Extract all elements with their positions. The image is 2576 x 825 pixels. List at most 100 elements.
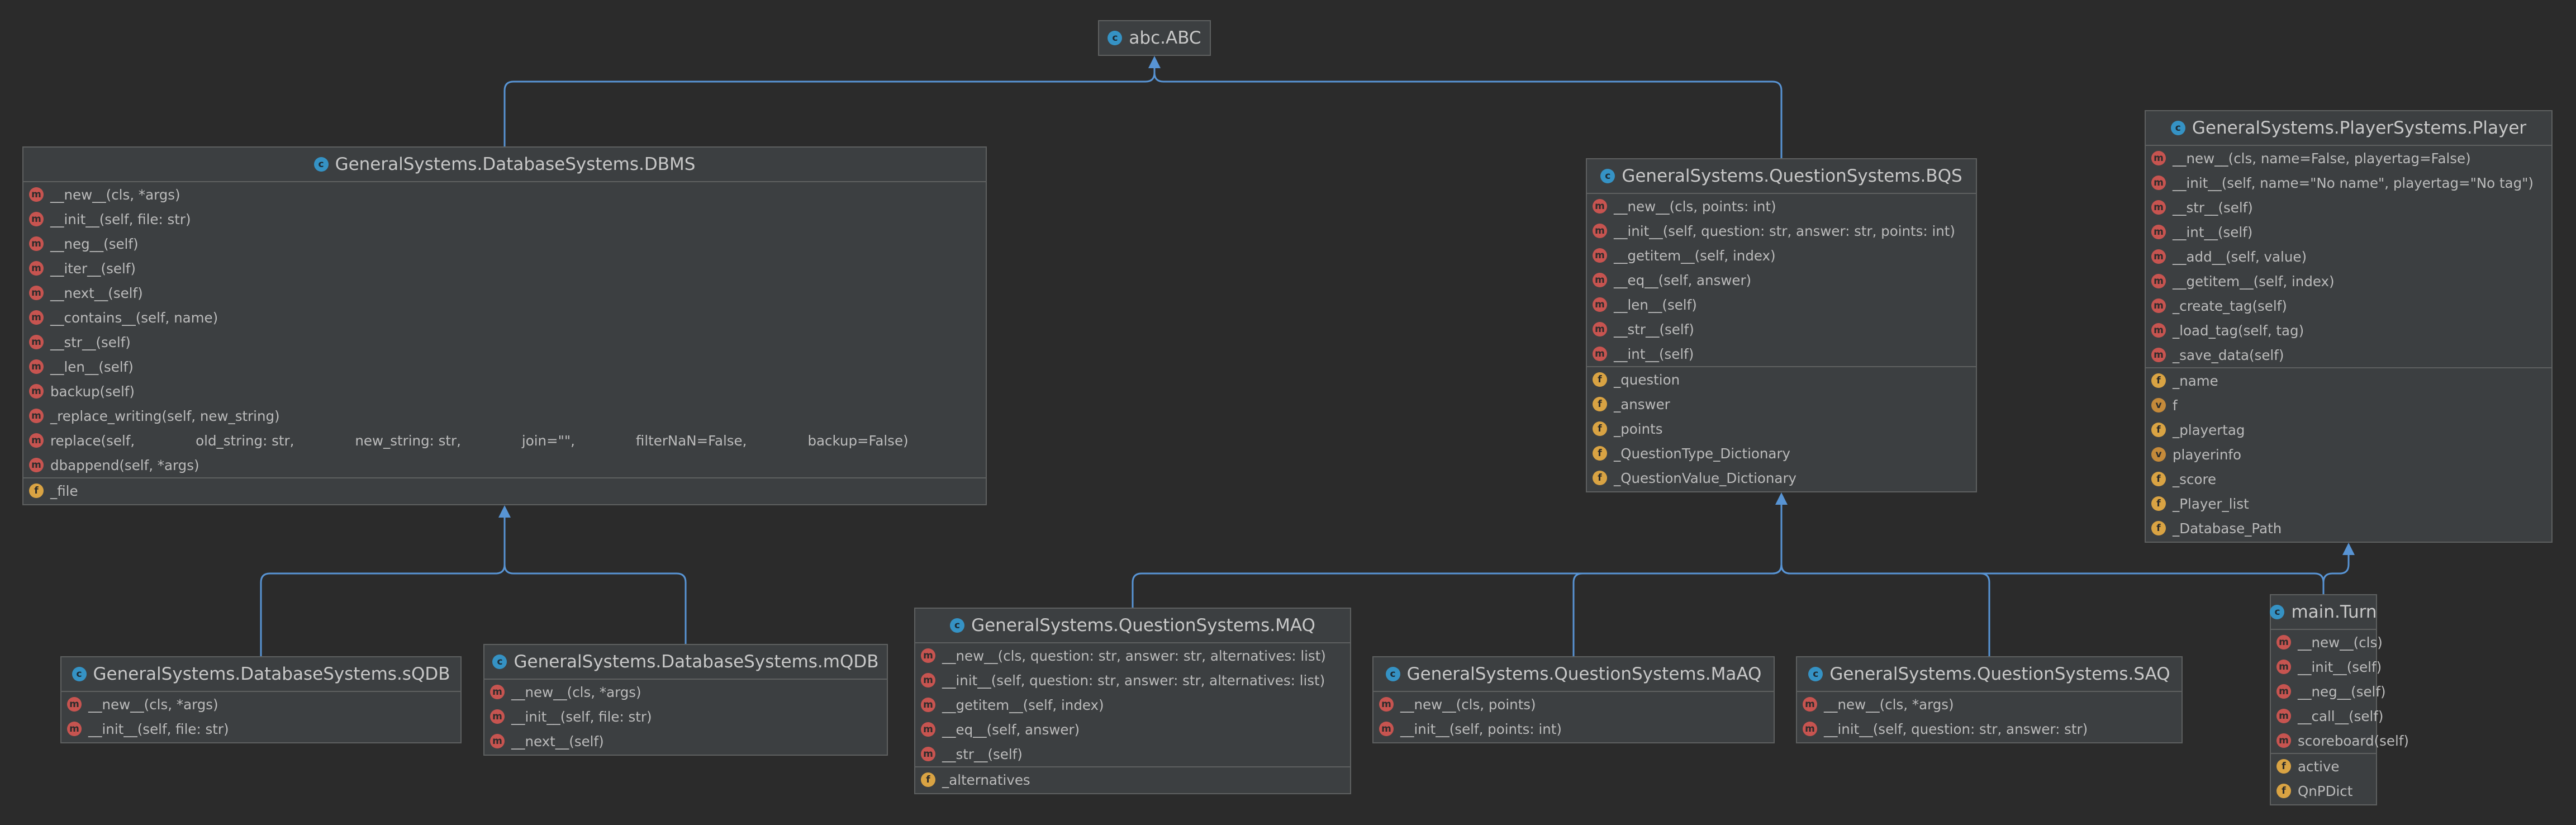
method-row[interactable]: m__init__(self, question: str, answer: s…	[1797, 717, 2181, 741]
method-icon: m	[29, 187, 44, 202]
method-icon: m	[490, 709, 505, 724]
method-icon: m	[2151, 298, 2166, 313]
method-row[interactable]: m__new__(cls, points: int)	[1587, 194, 1976, 219]
method-row[interactable]: m__getitem__(self, index)	[2146, 269, 2551, 293]
field-row[interactable]: f_file	[23, 478, 986, 503]
member-signature: _answer	[1614, 396, 1670, 412]
method-row[interactable]: m__getitem__(self, index)	[915, 693, 1350, 717]
method-row[interactable]: m__init__(self)	[2271, 655, 2382, 679]
method-icon: m	[1379, 722, 1394, 736]
member-signature: __init__(self, question: str, answer: st…	[1614, 222, 1955, 239]
method-icon: m	[29, 286, 44, 300]
method-icon: m	[2151, 348, 2166, 362]
field-row[interactable]: f_alternatives	[915, 767, 1350, 792]
method-row[interactable]: m__init__(self, points: int)	[1373, 717, 1774, 741]
method-row[interactable]: m_load_tag(self, tag)	[2146, 318, 2551, 343]
field-row[interactable]: f_QuestionValue_Dictionary	[1587, 466, 1976, 490]
member-signature: __iter__(self)	[50, 260, 136, 277]
class-name: GeneralSystems.DatabaseSystems.mQDB	[514, 652, 879, 672]
method-row[interactable]: m__new__(cls, question: str, answer: str…	[915, 643, 1350, 668]
member-signature: __new__(cls, *args)	[88, 696, 218, 713]
method-row[interactable]: m__new__(cls, name=False, playertag=Fals…	[2146, 146, 2551, 170]
method-row[interactable]: m_save_data(self)	[2146, 343, 2551, 367]
field-row[interactable]: f_question	[1587, 367, 1976, 392]
method-row[interactable]: m__init__(self, file: str)	[61, 717, 460, 741]
method-row[interactable]: m__add__(self, value)	[2146, 244, 2551, 269]
method-row[interactable]: m__getitem__(self, index)	[1587, 243, 1976, 268]
method-row[interactable]: m__str__(self)	[915, 742, 1350, 766]
method-row[interactable]: m__neg__(self)	[2271, 679, 2386, 704]
class-name: GeneralSystems.PlayerSystems.Player	[2192, 118, 2527, 138]
field-row[interactable]: f_score	[2146, 467, 2551, 491]
member-signature: __init__(self, file: str)	[50, 211, 191, 227]
method-row[interactable]: m__new__(cls, *args)	[1797, 692, 2181, 717]
method-row[interactable]: m__str__(self)	[2146, 195, 2551, 220]
field-row[interactable]: f_name	[2146, 368, 2551, 393]
method-row[interactable]: m__init__(self, question: str, answer: s…	[1587, 219, 1976, 243]
member-signature: _Player_list	[2173, 495, 2249, 512]
method-row[interactable]: m__neg__(self)	[23, 231, 986, 256]
member-signature: _score	[2173, 471, 2217, 487]
method-row[interactable]: m__eq__(self, answer)	[1587, 268, 1976, 292]
member-signature: __neg__(self)	[2298, 683, 2386, 700]
method-row[interactable]: m__new__(cls, points)	[1373, 692, 1774, 717]
method-row[interactable]: m__iter__(self)	[23, 256, 986, 281]
method-icon: m	[2276, 660, 2291, 674]
method-row[interactable]: m__int__(self)	[2146, 220, 2551, 244]
method-row[interactable]: m_replace_writing(self, new_string)	[23, 404, 986, 428]
method-icon: m	[2151, 323, 2166, 338]
member-signature: _alternatives	[942, 771, 1030, 788]
method-row[interactable]: m__init__(self, file: str)	[484, 704, 887, 729]
method-row[interactable]: m__new__(cls, *args)	[484, 680, 887, 704]
field-row[interactable]: f_answer	[1587, 392, 1976, 416]
field-row[interactable]: f_playertag	[2146, 418, 2551, 442]
method-row[interactable]: m__int__(self)	[1587, 342, 1976, 366]
member-signature: _name	[2173, 372, 2218, 389]
field-row[interactable]: f_Database_Path	[2146, 516, 2551, 540]
method-row[interactable]: m_create_tag(self)	[2146, 293, 2551, 318]
method-row[interactable]: m__next__(self)	[484, 729, 887, 753]
method-row[interactable]: m__init__(self, question: str, answer: s…	[915, 668, 1350, 693]
field-icon: f	[2151, 521, 2166, 535]
field-icon: f	[2151, 423, 2166, 437]
method-row[interactable]: m__init__(self, name="No name", playerta…	[2146, 170, 2551, 195]
method-row[interactable]: m__contains__(self, name)	[23, 305, 986, 330]
field-row[interactable]: f_QuestionType_Dictionary	[1587, 441, 1976, 466]
method-row[interactable]: m__new__(cls, *args)	[23, 182, 986, 207]
method-row[interactable]: m__len__(self)	[1587, 292, 1976, 317]
field-row[interactable]: f_points	[1587, 416, 1976, 441]
arrow-head-dbms	[498, 505, 511, 518]
class-name: GeneralSystems.DatabaseSystems.sQDB	[93, 664, 450, 684]
method-row[interactable]: m__init__(self, file: str)	[23, 207, 986, 231]
method-row[interactable]: m__new__(cls, *args)	[61, 692, 460, 717]
method-row[interactable]: m__eq__(self, answer)	[915, 717, 1350, 742]
method-row[interactable]: m__len__(self)	[23, 354, 986, 379]
method-row[interactable]: m__str__(self)	[23, 330, 986, 354]
method-icon: m	[1593, 273, 1607, 287]
method-row[interactable]: m__call__(self)	[2271, 704, 2383, 728]
method-row[interactable]: m__new__(cls)	[2271, 630, 2383, 655]
method-row[interactable]: m__str__(self)	[1587, 317, 1976, 342]
field-row[interactable]: f_Player_list	[2146, 491, 2551, 516]
method-row[interactable]: m__next__(self)	[23, 281, 986, 305]
